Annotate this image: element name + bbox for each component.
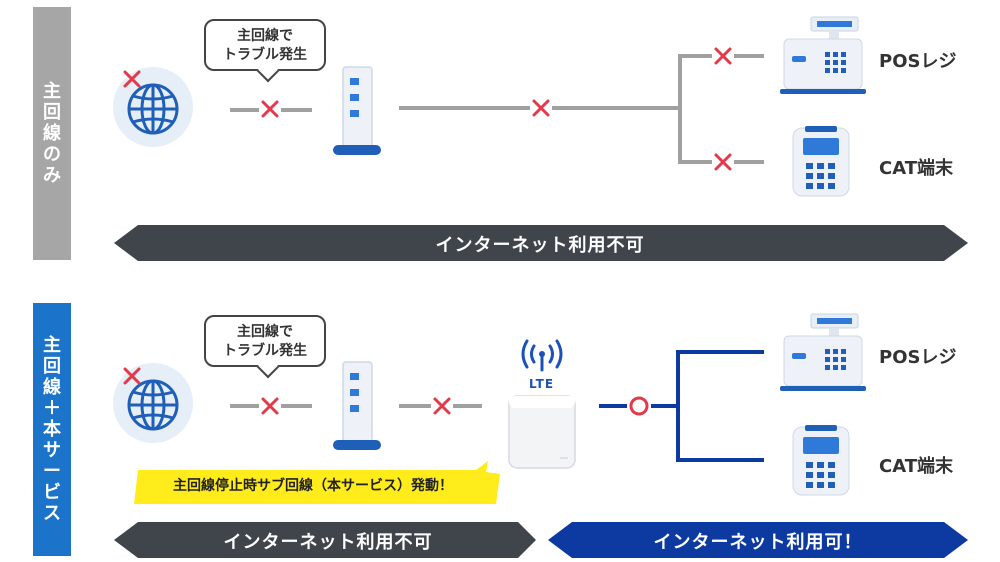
ok-circle-icon <box>629 396 649 416</box>
section-label-char: ー <box>43 461 61 482</box>
callout-text: 主回線停止時サブ回線（本サービス）発動！ <box>173 478 453 494</box>
section-label-main-plus-service: 主回線＋本サービス <box>33 303 71 556</box>
connection-line <box>399 54 764 164</box>
section-label-char: の <box>43 144 61 165</box>
pos-label: POSレジ <box>879 347 957 368</box>
router-icon <box>333 66 381 155</box>
pos-register-icon <box>780 16 866 94</box>
pos-label: POSレジ <box>879 51 957 72</box>
trouble-bubble: 主回線で トラブル発生 <box>204 315 326 367</box>
section-label-char: ス <box>43 503 61 524</box>
callout-shape <box>134 461 500 504</box>
bubble-line: 主回線で <box>237 324 293 340</box>
section-label-char: ビ <box>43 482 61 503</box>
status-text-available: インターネット利用可！ <box>653 532 863 553</box>
status-text-unavailable: インターネット利用不可 <box>435 235 645 256</box>
status-arrow-unavailable <box>114 522 536 558</box>
cat-label: CAT端末 <box>879 158 954 179</box>
section-label-char: 本 <box>43 419 61 440</box>
section-label-char: 線 <box>43 377 61 398</box>
lte-label: LTE <box>529 377 555 391</box>
section-label-char: 回 <box>43 102 61 123</box>
bubble-line: 主回線で <box>237 28 293 44</box>
fail-x-icon <box>714 47 732 65</box>
globe-icon <box>113 363 193 443</box>
antenna-icon <box>521 339 563 372</box>
fail-x-icon <box>714 153 732 171</box>
fail-x-icon <box>433 397 451 415</box>
status-arrow-available <box>548 522 968 558</box>
section-label-char: 主 <box>43 335 61 356</box>
card-terminal-icon <box>792 425 850 496</box>
section-label-char: サ <box>43 440 61 461</box>
pos-register-icon <box>780 313 866 391</box>
section-label-char: 主 <box>43 81 61 102</box>
connection-line-active <box>599 350 764 462</box>
bubble-line: トラブル発生 <box>223 343 307 359</box>
status-arrow-unavailable <box>114 225 968 261</box>
backup-callout: 主回線停止時サブ回線（本サービス）発動！ <box>133 466 499 504</box>
bubble-line: トラブル発生 <box>223 47 307 63</box>
fail-x-icon <box>532 99 550 117</box>
status-text-unavailable: インターネット利用不可 <box>223 532 433 553</box>
router-icon <box>333 361 381 450</box>
fail-x-icon <box>261 100 279 118</box>
section-label-main-only: 主回線のみ <box>33 7 71 260</box>
lte-router-icon <box>508 395 576 469</box>
section-label-char: 回 <box>43 356 61 377</box>
fail-x-icon <box>123 367 141 385</box>
section-label-char: 線 <box>43 123 61 144</box>
fail-x-icon <box>123 70 141 88</box>
trouble-bubble: 主回線で トラブル発生 <box>204 19 326 71</box>
section-label-char: ＋ <box>43 398 61 419</box>
cat-label: CAT端末 <box>879 456 954 477</box>
card-terminal-icon <box>792 126 850 197</box>
globe-icon <box>113 67 193 147</box>
fail-x-icon <box>261 397 279 415</box>
section-label-char: み <box>43 165 61 186</box>
